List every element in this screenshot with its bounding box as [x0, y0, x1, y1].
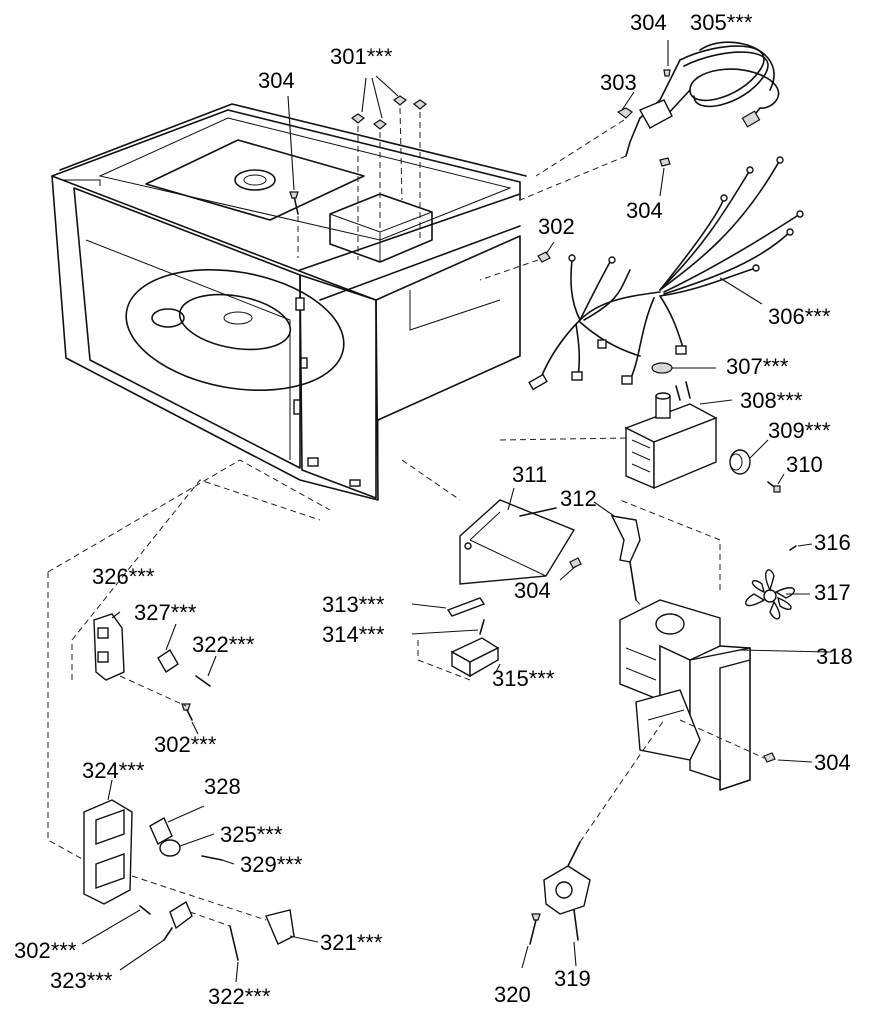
callout-302-top: 302 — [538, 214, 575, 239]
callout-314: 314*** — [322, 622, 385, 647]
callout-319: 319 — [554, 966, 591, 991]
callout-318: 318 — [816, 644, 853, 669]
power-cord-305 — [519, 40, 780, 201]
screw-320 — [521, 913, 541, 969]
part-314 — [411, 619, 485, 635]
callout-320: 320 — [494, 982, 531, 1007]
motor-319 — [543, 719, 665, 967]
callout-326: 326*** — [92, 564, 155, 589]
part-309 — [729, 439, 769, 475]
callout-313: 313*** — [322, 592, 385, 617]
part-315 — [417, 637, 501, 681]
callout-308: 308*** — [740, 388, 803, 413]
callout-329: 329*** — [240, 852, 303, 877]
callout-302-mid: 302*** — [154, 732, 217, 757]
callout-302-lower: 302*** — [14, 938, 77, 963]
screw-304-311 — [559, 557, 582, 581]
callout-305: 305*** — [690, 10, 753, 35]
callout-317: 317 — [814, 580, 851, 605]
callout-323: 323*** — [50, 968, 113, 993]
callout-301: 301*** — [330, 44, 393, 69]
callout-304-cord: 304 — [630, 10, 667, 35]
callout-322-upper: 322*** — [192, 632, 255, 657]
callout-304-bracket: 304 — [514, 578, 551, 603]
part-321 — [131, 875, 319, 945]
part-323 — [119, 900, 193, 971]
screw-322-b — [189, 911, 239, 983]
screw-310 — [767, 473, 785, 493]
screw-329 — [201, 855, 235, 865]
screw-304-top — [287, 95, 299, 258]
callout-304-cord-lower: 304 — [626, 198, 663, 223]
screw-302-b — [119, 675, 199, 735]
part-313 — [411, 597, 486, 617]
cavity-assembly — [51, 103, 527, 501]
bracket-311 — [401, 459, 576, 585]
callout-307: 307*** — [726, 354, 789, 379]
callout-315: 315*** — [492, 666, 555, 691]
screw-316 — [789, 543, 813, 551]
callout-328: 328 — [204, 774, 241, 799]
screw-322-a — [195, 655, 217, 687]
screw-302-c — [81, 905, 151, 945]
callout-304-housing: 304 — [814, 750, 851, 775]
callout-321: 321*** — [320, 930, 383, 955]
fan-317 — [745, 569, 810, 620]
callout-303: 303 — [600, 70, 637, 95]
part-325 — [159, 833, 215, 857]
screw-302-top — [479, 241, 555, 281]
callout-304-top: 304 — [258, 68, 295, 93]
callout-325: 325*** — [220, 822, 283, 847]
callout-324: 324*** — [82, 758, 145, 783]
callout-310: 310 — [786, 452, 823, 477]
callout-322-lower: 322*** — [208, 984, 271, 1009]
wire-harness-306 — [528, 156, 804, 391]
callout-306: 306*** — [768, 304, 831, 329]
part-307 — [651, 362, 716, 374]
callout-316: 316 — [814, 530, 851, 555]
fan-housing-318 — [619, 499, 831, 791]
part-328 — [149, 805, 205, 845]
callout-309: 309*** — [768, 418, 831, 443]
screw-304-318 — [679, 719, 813, 763]
switch-bracket-324 — [47, 459, 331, 905]
magnetron-308 — [499, 381, 733, 490]
switch-326 — [71, 479, 321, 681]
callout-327: 327*** — [134, 600, 197, 625]
part-327 — [157, 623, 179, 673]
callout-311: 311 — [512, 462, 548, 487]
screws-301 — [350, 75, 428, 260]
callout-312: 312 — [560, 486, 597, 511]
